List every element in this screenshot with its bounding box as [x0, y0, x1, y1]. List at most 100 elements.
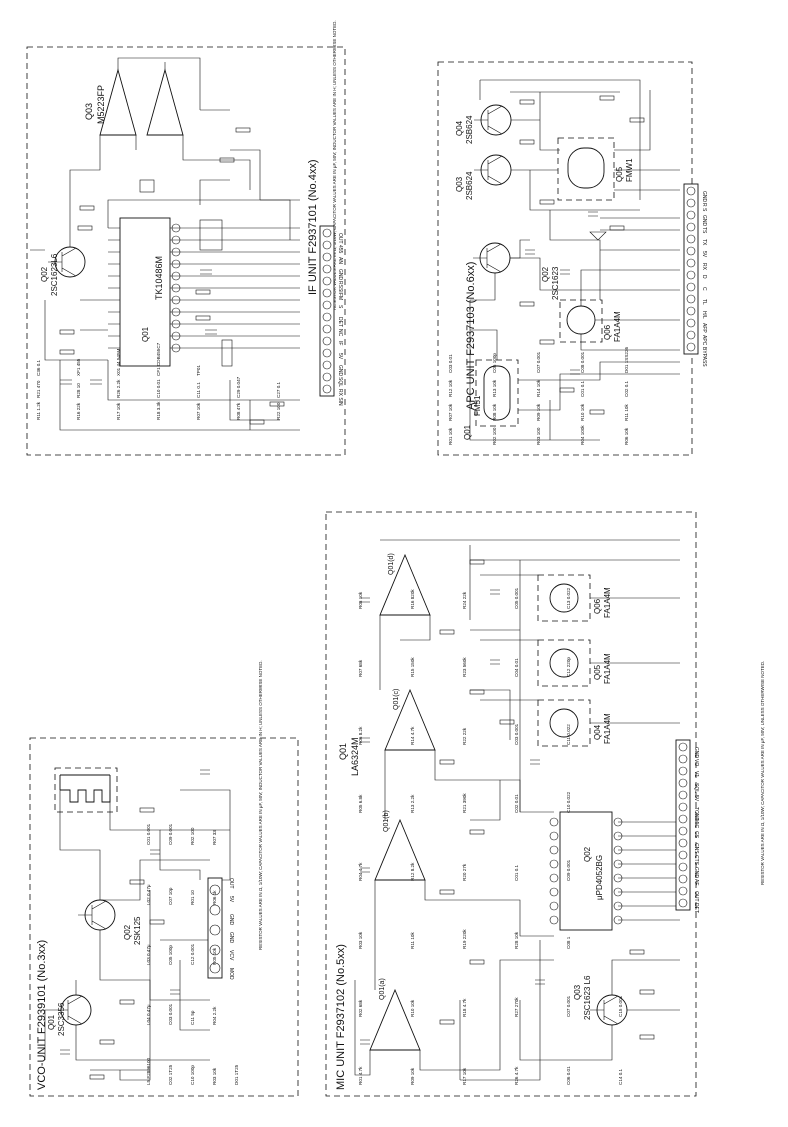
if-component-label: R08 47k: [236, 402, 241, 420]
apc-connector-pin-label: D: [701, 275, 707, 279]
vco-component-label: R01 10: [190, 890, 195, 905]
apc-component-label: R02 100: [492, 427, 497, 445]
mic-connector-pin-label: SQL: [693, 783, 699, 793]
mic-ic-pins: [549, 817, 623, 925]
mic-unit: MIC UNIT F2937102 (No.5xx) Q01 LA6324M R…: [325, 511, 765, 1097]
mic-q06-ref: Q06: [593, 598, 602, 614]
if-connector-pins: [322, 228, 332, 394]
if-unit: IF UNIT F2937101 (No.4xx) RESISTOR VALUE…: [26, 20, 346, 456]
vco-connector-pins: [209, 884, 221, 974]
vco-component-label: C05 100p: [168, 945, 173, 965]
if-ceramic-filter: [199, 219, 223, 251]
if-component-label: R26 2.2k: [116, 379, 121, 398]
if-component-label: R28 10: [76, 383, 81, 398]
if-component-label: R22 100: [276, 402, 281, 420]
apc-component-label: R09 10k: [536, 403, 541, 421]
vco-component-label: C01 0.001: [146, 823, 151, 845]
mic-component-label: C13 0.022: [566, 587, 571, 609]
apc-q02-ref: Q02: [541, 266, 550, 282]
vco-coil: [59, 774, 111, 803]
mic-connector-pin-label: VO: [693, 759, 699, 766]
if-component-label: C29 0.047: [236, 376, 241, 398]
mic-opamp-a-label: Q01(a): [379, 978, 386, 1000]
mic-component-label: C09 0.001: [566, 859, 571, 881]
mic-component-label: R18 4.7k: [462, 998, 467, 1017]
mic-component-label: C01 0.1: [514, 864, 519, 881]
apc-q04-part: 2SB624: [465, 115, 474, 144]
if-connector-pin-label: GND: [337, 269, 343, 281]
mic-unit-frame: [325, 511, 697, 1097]
if-connector-pin-label: FM: [337, 293, 343, 300]
mic-passives: [360, 559, 655, 1045]
mic-component-label: R15 150k: [410, 657, 415, 677]
apc-connector-pin-label: APC: [701, 335, 707, 346]
if-ic-body: [119, 217, 171, 367]
vco-component-label: L04 0.47μ: [146, 1004, 151, 1025]
mic-q04-symbol: [549, 708, 579, 738]
if-q02-name: 2SC1623L6: [50, 253, 59, 296]
vco-unit: VCO-UNIT F2939101 (No.3xx) RESISTOR VALU…: [29, 660, 299, 1097]
mic-component-label: R10 10k: [410, 999, 415, 1017]
if-component-label: C27 0.1: [276, 381, 281, 398]
mic-component-label: C15 0.001: [618, 995, 623, 1017]
apc-q01-ref: Q01: [463, 424, 472, 440]
vco-passives: [60, 769, 210, 1080]
dynamic-labels: RX SINSQLGND5VIFNCDETSFMRSSIGNDAN455OUTB…: [36, 191, 707, 1085]
vco-component-label: C11 5p: [190, 1010, 195, 1025]
mic-component-label: C07 0.001: [566, 995, 571, 1017]
mic-opamp-d-label: Q01(d): [388, 553, 395, 575]
vco-connector-pin-label: MOD: [228, 968, 234, 980]
apc-connector-pin-label: GND: [701, 191, 707, 203]
if-ic-pin-circles: [171, 223, 181, 353]
if-connector: [319, 225, 335, 397]
vco-component-label: R02 100: [190, 827, 195, 845]
apc-q06-ref: Q06: [603, 324, 612, 340]
apc-q04-ref: Q04: [455, 120, 464, 136]
apc-component-label: R10 10k: [580, 403, 585, 421]
mic-component-label: R26 4.7k: [514, 1066, 519, 1085]
mic-component-label: R13 2.2k: [410, 794, 415, 813]
mic-component-label: R16 820k: [410, 589, 415, 609]
apc-component-label: C08 0.001: [580, 351, 585, 373]
apc-q03-ref: Q03: [455, 176, 464, 192]
if-bus-lines: [30, 57, 300, 431]
mic-q04-outline: [537, 699, 591, 747]
mic-component-label: R08 10k: [358, 591, 363, 609]
mic-component-label: C08 1: [566, 936, 571, 949]
vco-component-label: R05 10k: [212, 947, 217, 965]
apc-connector-pin-label: RX: [701, 263, 707, 271]
if-unit-frame: [26, 46, 346, 456]
mic-opamp-name: LA6324M: [350, 737, 360, 776]
vco-q02-ref: Q02: [123, 924, 132, 940]
if-component-label: R16 22k: [76, 402, 81, 420]
apc-connector-pin-label: BYPASS: [701, 347, 707, 367]
apc-q01-part: FM51: [473, 395, 482, 416]
if-opamp-a: [99, 68, 137, 136]
mic-component-label: C11 0.022: [566, 724, 571, 745]
vco-coil-shield: [54, 767, 118, 813]
if-crystal: [221, 339, 233, 367]
mic-component-label: C10 0.022: [566, 791, 571, 813]
mic-unit-title: MIC UNIT F2937102 (No.5xx): [335, 944, 347, 1090]
apc-component-label: R13 10k: [492, 379, 497, 397]
vco-connector-pin-label: GND: [228, 932, 234, 944]
mic-wiring: [354, 539, 680, 1081]
mic-connector: [675, 739, 691, 911]
if-connector-pin-label: 455: [337, 245, 343, 254]
apc-connector-pin-label: TS: [701, 227, 707, 234]
mic-connector-pin-label: V1: [693, 771, 699, 777]
if-opamp-b: [146, 68, 184, 136]
if-component-label: XF1 455: [76, 358, 81, 376]
if-component-label: R21 470: [36, 380, 41, 398]
if-connector-pin-label: RX SIN: [337, 389, 343, 406]
mic-q06-part: FA1A4M: [603, 587, 612, 618]
if-unit-title: IF UNIT F2937101 (No.4xx): [307, 159, 319, 295]
mic-q05-outline: [537, 639, 591, 687]
if-component-label: C10 0.01: [156, 379, 161, 398]
if-component-label: R18 3.3k: [156, 401, 161, 420]
vco-connector-pin-label: GND: [228, 914, 234, 926]
mic-opamp-ref: Q01: [338, 743, 348, 760]
mic-component-label: R17 10k: [462, 1067, 467, 1085]
mic-component-label: R20 27k: [462, 863, 467, 881]
